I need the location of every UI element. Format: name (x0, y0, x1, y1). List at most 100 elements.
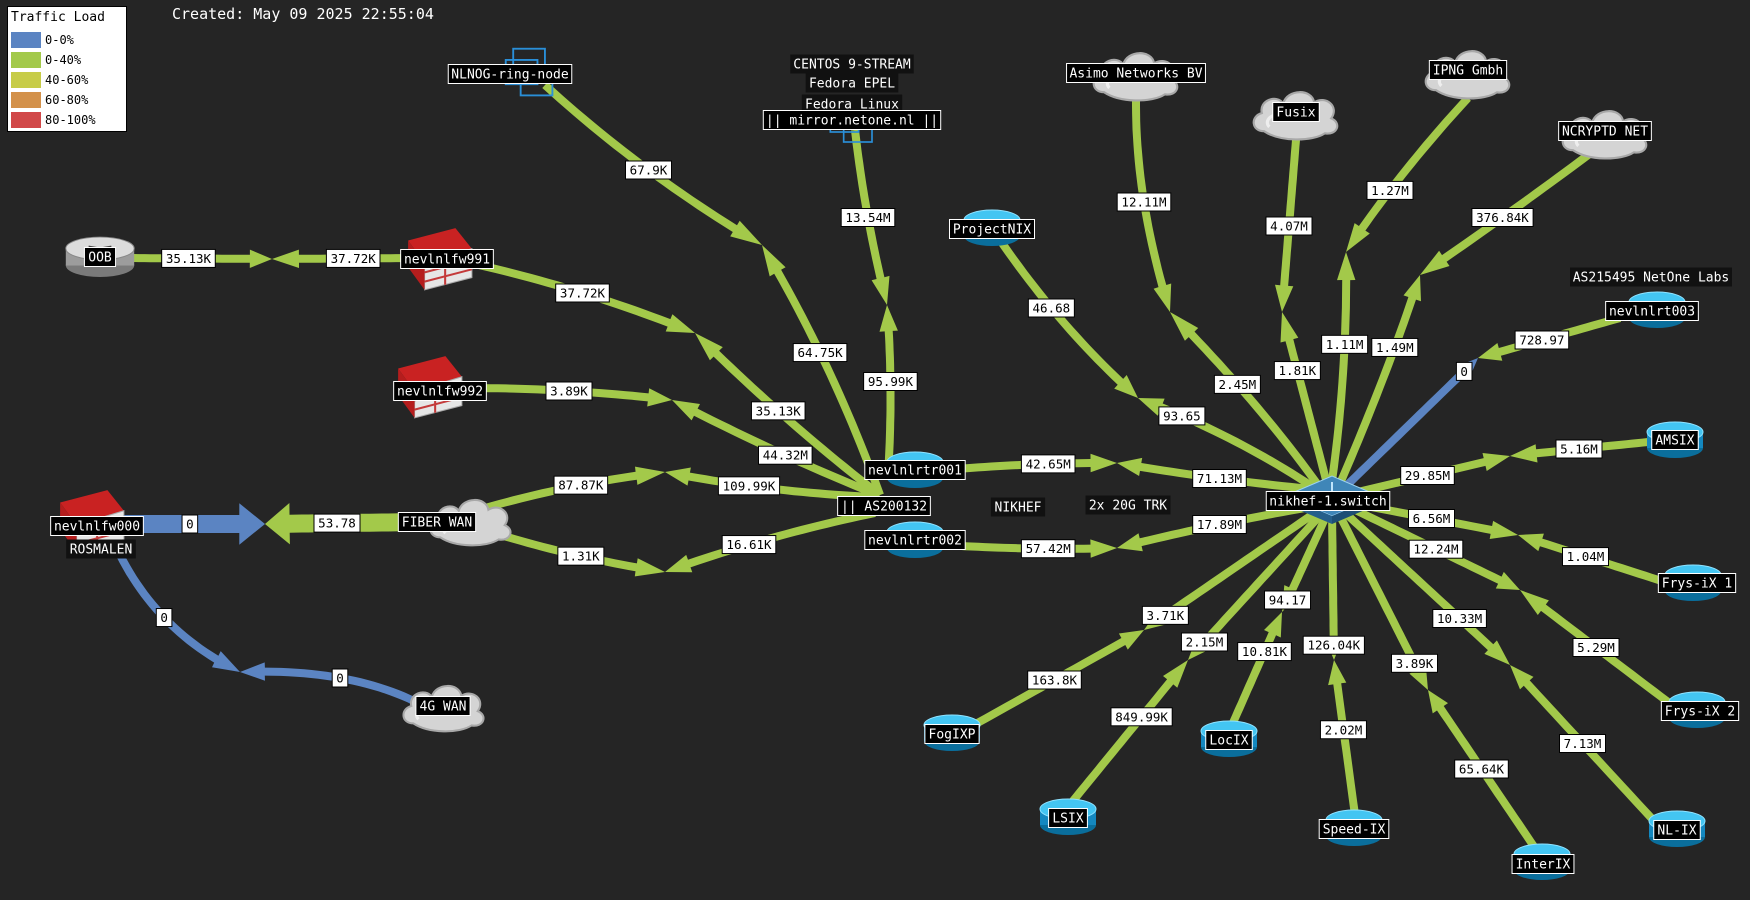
link-fiber-as-top[interactable] (476, 466, 876, 514)
bandwidth-label: 3.89K (1391, 653, 1438, 673)
bandwidth-label: 65.64K (1454, 759, 1509, 779)
node-label-text: Frys-iX 2 (1665, 705, 1735, 720)
node-label-frys1[interactable]: Frys-iX 1 (1657, 573, 1737, 593)
node-label-nlnog[interactable]: NLNOG-ring-node (447, 64, 573, 84)
node-label-as200132[interactable]: || AS200132 (837, 496, 931, 516)
bandwidth-label: 0 (155, 608, 173, 628)
node-label-box (1085, 495, 1171, 515)
link-speedix-switch[interactable] (1324, 511, 1360, 816)
bandwidth-label: 5.16M (1555, 439, 1603, 459)
link-mirror-as[interactable] (851, 129, 898, 476)
link-arrow (116, 553, 240, 672)
bandwidth-label: 2.45M (1213, 374, 1261, 394)
node-label-box (1205, 730, 1253, 750)
bandwidth-label: 37.72K (555, 283, 610, 303)
node-label-rtr002[interactable]: nevlnlrtr002 (864, 530, 966, 550)
node-label-fedora[interactable]: Fedora Linux (801, 94, 903, 114)
bandwidth-label: 1.27M (1366, 180, 1414, 200)
node-label-fw991[interactable]: nevlnlfw991 (400, 249, 494, 269)
node-label-switch[interactable]: nikhef-1.switch (1265, 491, 1391, 511)
node-label-centos[interactable]: CENTOS 9-STREAM (790, 54, 914, 74)
bandwidth-label: 728.97 (1514, 330, 1570, 350)
node-label-text: LocIX (1209, 734, 1248, 749)
link-fiber-as-top-b: 109.99K (723, 478, 776, 493)
link-interix-switch[interactable] (1334, 510, 1539, 851)
node-label-box (1570, 267, 1732, 287)
link-rtr003-switch-b: 0 (1460, 364, 1468, 379)
link-interix-switch-a: 65.64K (1459, 762, 1505, 777)
bandwidth-label: 3.89K (545, 381, 593, 401)
node-label-nikhef[interactable]: NIKHEF (990, 497, 1046, 517)
node-label-labs[interactable]: AS215495 NetOne Labs (1570, 267, 1732, 287)
node-label-text: LSIX (1052, 812, 1083, 827)
legend-item-80-100: 80-100% (11, 111, 96, 129)
node-label-fw992[interactable]: nevlnlfw992 (393, 381, 487, 401)
node-label-ncryptd[interactable]: NCRYPTD NET (1558, 121, 1652, 141)
link-lsix-switch[interactable] (1068, 507, 1328, 805)
bandwidth-label: 71.13M (1192, 469, 1247, 488)
node-label-text: 4G WAN (420, 700, 467, 715)
node-label-fiberwan[interactable]: FIBER WAN (397, 512, 477, 532)
bandwidth-label: 4.07M (1265, 216, 1313, 236)
node-label-rosmalen[interactable]: ROSMALEN (66, 539, 136, 559)
node-label-interix[interactable]: InterIX (1511, 854, 1575, 874)
link-ipng-switch-a: 1.27M (1371, 183, 1409, 198)
link-nlix-switch-a: 7.13M (1564, 736, 1602, 751)
node-label-box (837, 496, 931, 516)
node-label-locix[interactable]: LocIX (1205, 730, 1253, 750)
link-arrow (1331, 275, 1421, 497)
link-fiber-as-top-a: 87.87K (558, 478, 604, 493)
legend-item-40-60: 40-60% (11, 71, 88, 89)
link-mirror-as-b: 95.99K (868, 374, 914, 389)
bandwidth-label: 67.9K (625, 160, 672, 180)
node-label-rtr001[interactable]: nevlnlrtr001 (864, 460, 966, 480)
link-asimo-switch[interactable] (1132, 98, 1329, 498)
node-label-mirror[interactable]: || mirror.netone.nl || (762, 110, 942, 130)
link-projectnix-switch-b: 93.65 (1163, 408, 1201, 423)
node-label-projectnix[interactable]: ProjectNIX (949, 219, 1035, 239)
link-fw992-as-b: 44.32M (763, 448, 808, 463)
node-label-fusix[interactable]: Fusix (1272, 102, 1320, 122)
node-label-box (397, 512, 477, 532)
node-label-lsix[interactable]: LSIX (1048, 808, 1088, 828)
node-label-rtr003[interactable]: nevlnlrt003 (1605, 301, 1699, 321)
bandwidth-label: 64.75K (792, 343, 848, 363)
node-label-4gwan[interactable]: 4G WAN (415, 696, 471, 716)
link-fw000-fiber[interactable] (98, 503, 426, 545)
node-label-text: NCRYPTD NET (1562, 125, 1648, 140)
bandwidth-label: 17.89M (1192, 515, 1247, 534)
link-fiber-as-bot[interactable] (476, 509, 876, 577)
link-fw000-4g[interactable] (116, 553, 422, 708)
node-label-speedix[interactable]: Speed-IX (1318, 819, 1390, 839)
node-label-epel[interactable]: Fedora EPEL (805, 73, 899, 93)
link-arrow (1188, 507, 1328, 660)
link-nlnog-as[interactable] (542, 82, 884, 497)
legend-swatch (11, 92, 41, 108)
link-fw991-as[interactable] (469, 259, 883, 499)
bandwidth-label: 94.17 (1264, 590, 1312, 610)
node-label-oob[interactable]: OOB (83, 247, 117, 267)
node-label-nlix[interactable]: NL-IX (1653, 820, 1701, 840)
link-fw000-fiber-a: 0 (186, 517, 194, 532)
link-asimo-switch-b: 2.45M (1219, 377, 1257, 392)
link-ipng-switch[interactable] (1326, 95, 1471, 496)
node-label-text: Fusix (1276, 106, 1315, 121)
link-locix-switch[interactable] (1228, 510, 1332, 727)
node-label-text: nevlnlrt003 (1609, 305, 1695, 320)
node-label-frys2[interactable]: Frys-iX 2 (1660, 701, 1740, 721)
node-label-ipng[interactable]: IPNG Gmbh (1428, 60, 1508, 80)
link-lsix-switch-b: 2.15M (1186, 635, 1224, 650)
link-frys1-switch[interactable] (1344, 498, 1670, 587)
node-label-fogixp[interactable]: FogIXP (924, 724, 980, 744)
node-label-trk[interactable]: 2x 20G TRK (1085, 495, 1171, 515)
bandwidth-label: 12.24M (1408, 539, 1464, 559)
node-label-text: Asimo Networks BV (1069, 67, 1202, 82)
node-label-text: ProjectNIX (953, 223, 1031, 238)
node-label-fw000[interactable]: nevlnlfw000 (50, 516, 144, 536)
link-fusix-switch-a: 4.07M (1270, 219, 1308, 234)
node-label-asimo[interactable]: Asimo Networks BV (1066, 63, 1206, 83)
bandwidth-label: 376.84K (1471, 208, 1534, 227)
link-arrow (1324, 511, 1343, 660)
traffic-load-legend: Traffic Load 0-0% 0-40% 40-60% 60-80% 80… (7, 6, 127, 132)
node-label-amsix[interactable]: AMSIX (1651, 430, 1699, 450)
